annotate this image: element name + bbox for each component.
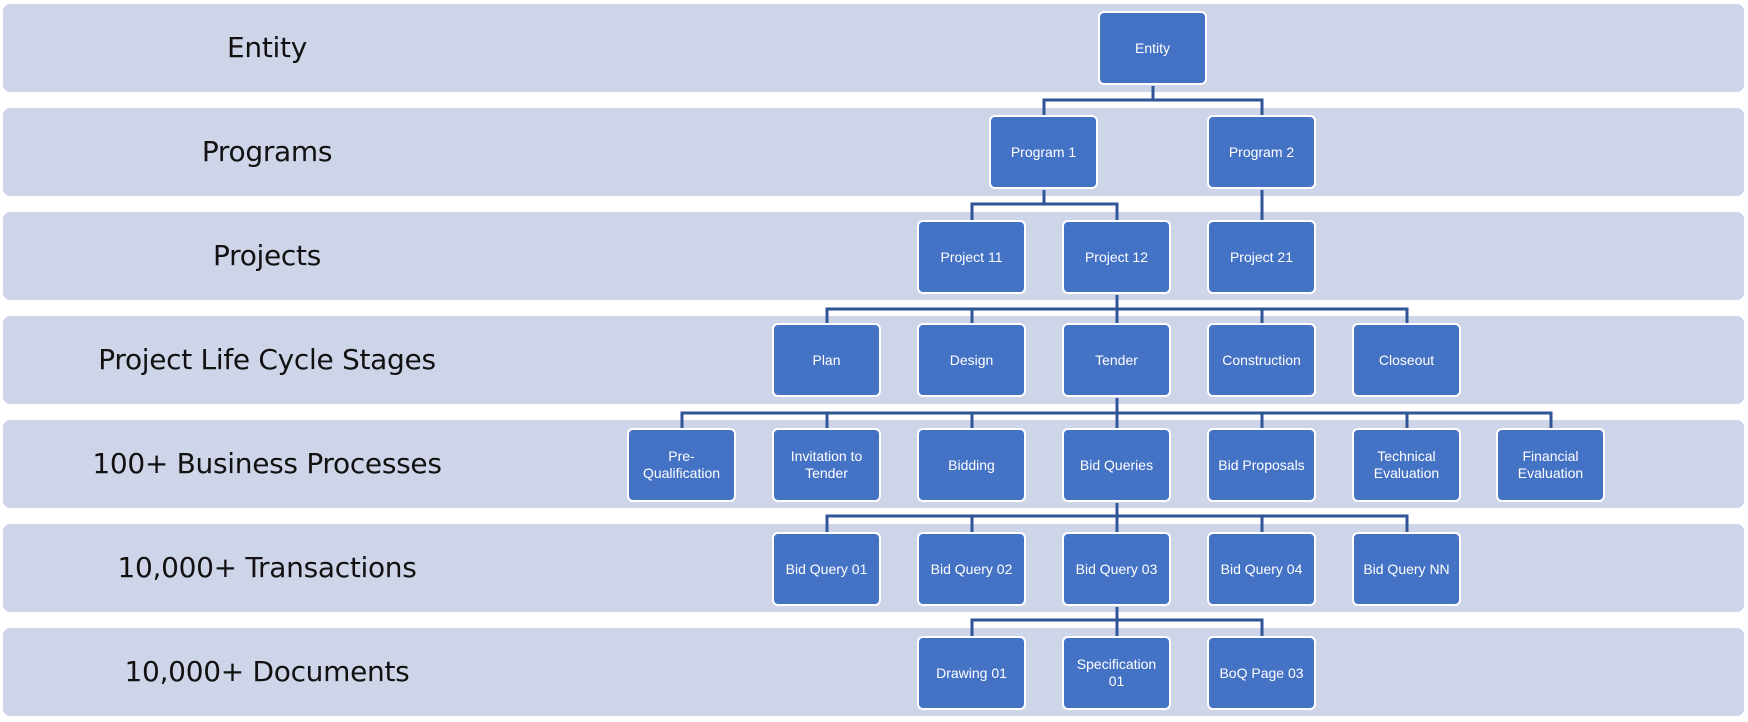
node-program-2[interactable]: Program 2 (1207, 115, 1316, 189)
node-tender[interactable]: Tender (1062, 323, 1171, 397)
node-label: Bid Query 04 (1220, 560, 1303, 577)
node-label: BoQ Page 03 (1219, 664, 1304, 681)
node-label: Bid Query 01 (785, 560, 868, 577)
node-label: Construction (1222, 351, 1301, 368)
node-label: Plan (812, 351, 841, 368)
node-label: Pre- Qualification (642, 448, 721, 481)
node-label: Technical Evaluation (1373, 448, 1440, 481)
node-project-11[interactable]: Project 11 (917, 220, 1026, 294)
node-label: Project 11 (940, 248, 1003, 265)
node-label: Bid Query 03 (1075, 560, 1158, 577)
node-label: Entity (1134, 39, 1170, 56)
node-bid-query-04[interactable]: Bid Query 04 (1207, 532, 1316, 606)
node-project-12[interactable]: Project 12 (1062, 220, 1171, 294)
node-label: Project 21 (1229, 248, 1294, 265)
row-band: Programs (3, 108, 1744, 196)
node-program-1[interactable]: Program 1 (989, 115, 1098, 189)
node-bid-queries[interactable]: Bid Queries (1062, 428, 1171, 502)
node-label: Program 2 (1228, 143, 1295, 160)
node-entity[interactable]: Entity (1098, 11, 1207, 85)
node-label: Bidding (948, 456, 995, 473)
node-label: Project 12 (1084, 248, 1149, 265)
row-label: Programs (201, 135, 333, 168)
node-bid-query-03[interactable]: Bid Query 03 (1062, 532, 1171, 606)
node-project-21[interactable]: Project 21 (1207, 220, 1316, 294)
node-invitation-to-tender[interactable]: Invitation to Tender (772, 428, 881, 502)
row-band: 10,000+ Documents (3, 628, 1744, 716)
node-bid-proposals[interactable]: Bid Proposals (1207, 428, 1316, 502)
node-label: Drawing 01 (936, 664, 1007, 681)
row-band: Entity (3, 4, 1744, 92)
node-label: Invitation to Tender (790, 448, 863, 481)
node-label: Tender (1095, 351, 1138, 368)
node-label: Financial Evaluation (1517, 448, 1584, 481)
node-label: Bid Query NN (1363, 560, 1450, 577)
node-label: Program 1 (1010, 143, 1077, 160)
node-financial-evaluation[interactable]: Financial Evaluation (1496, 428, 1605, 502)
row-label: Projects (213, 239, 321, 272)
row-band: Projects (3, 212, 1744, 300)
node-label: Specification 01 (1076, 656, 1157, 689)
row-label: 10,000+ Documents (124, 655, 410, 688)
node-label: Bid Query 02 (930, 560, 1013, 577)
row-label: 10,000+ Transactions (117, 551, 417, 584)
node-plan[interactable]: Plan (772, 323, 881, 397)
node-label: Bid Queries (1079, 456, 1154, 473)
node-label: Closeout (1378, 351, 1435, 368)
node-construction[interactable]: Construction (1207, 323, 1316, 397)
node-drawing-01[interactable]: Drawing 01 (917, 636, 1026, 710)
node-bid-query-02[interactable]: Bid Query 02 (917, 532, 1026, 606)
row-label: Entity (227, 31, 307, 64)
node-specification-01[interactable]: Specification 01 (1062, 636, 1171, 710)
node-bidding[interactable]: Bidding (917, 428, 1026, 502)
node-technical-evaluation[interactable]: Technical Evaluation (1352, 428, 1461, 502)
node-bid-query-01[interactable]: Bid Query 01 (772, 532, 881, 606)
row-label: Project Life Cycle Stages (98, 343, 436, 376)
node-pre-qualification[interactable]: Pre- Qualification (627, 428, 736, 502)
node-label: Bid Proposals (1218, 456, 1305, 473)
node-design[interactable]: Design (917, 323, 1026, 397)
node-boq-page-03[interactable]: BoQ Page 03 (1207, 636, 1316, 710)
row-label: 100+ Business Processes (92, 447, 442, 480)
node-label: Design (949, 351, 994, 368)
node-bid-query-nn[interactable]: Bid Query NN (1352, 532, 1461, 606)
node-closeout[interactable]: Closeout (1352, 323, 1461, 397)
